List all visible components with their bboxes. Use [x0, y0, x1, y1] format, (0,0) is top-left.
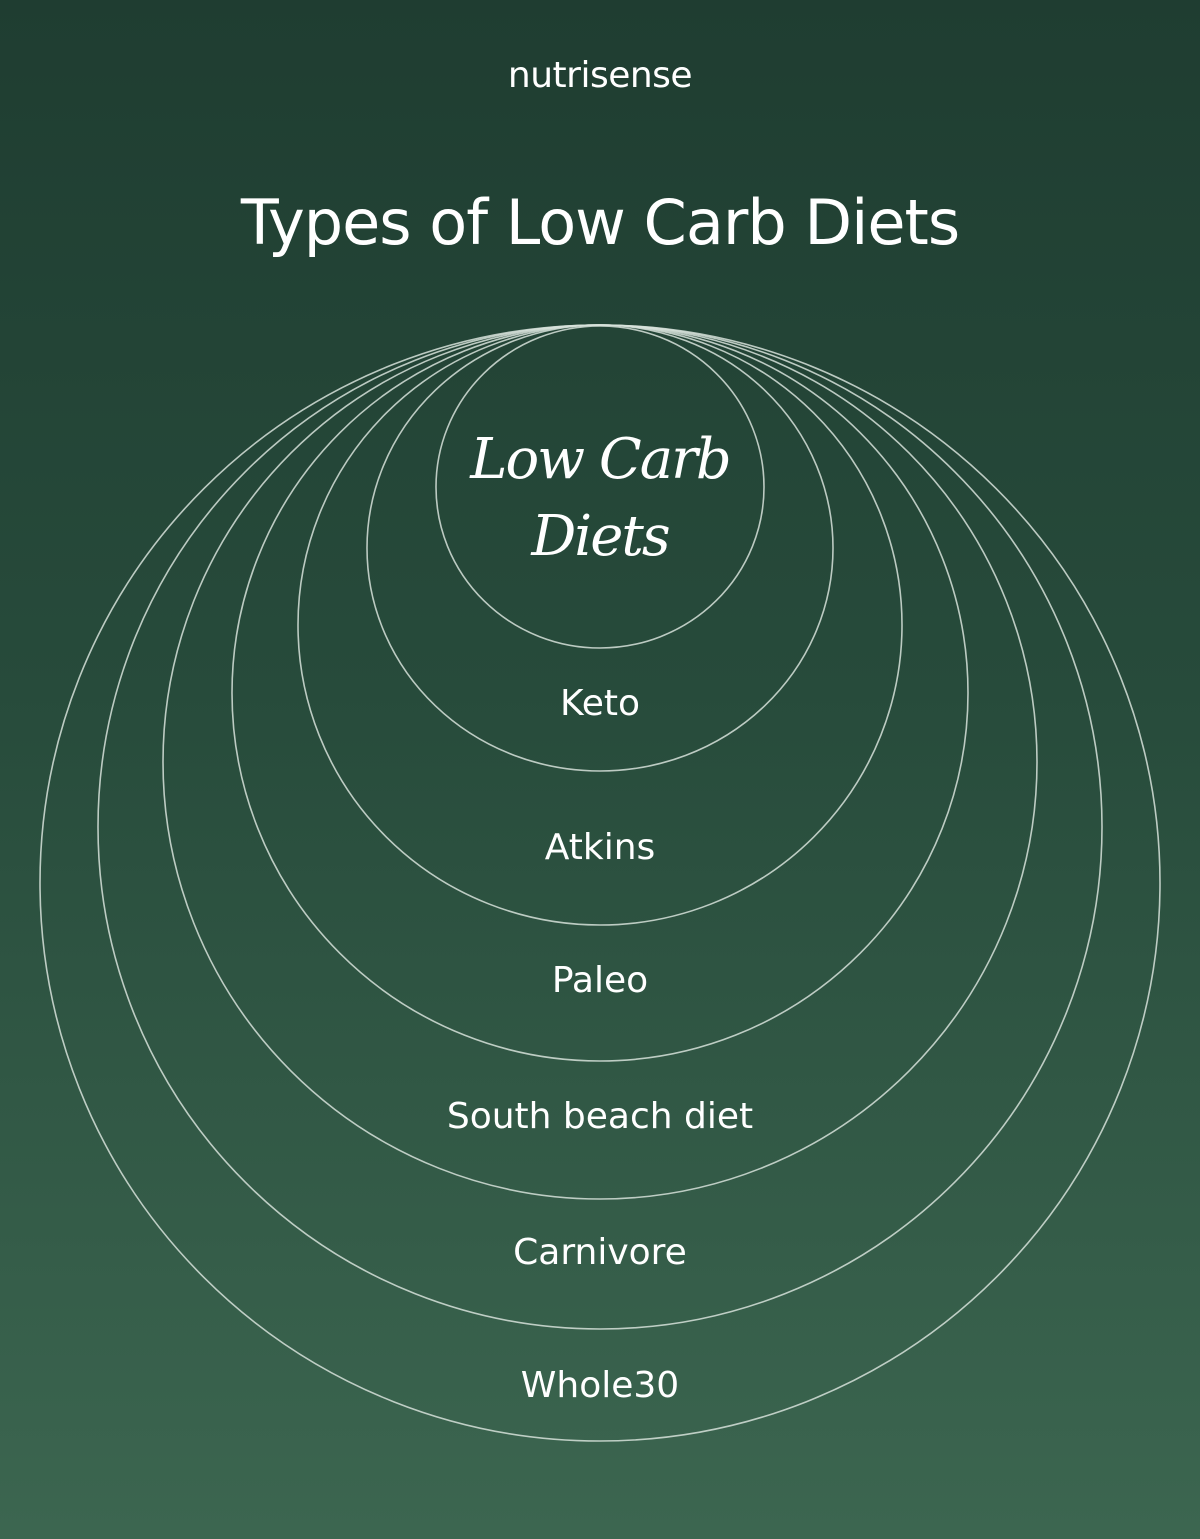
ring-label-whole30: Whole30	[520, 1365, 680, 1406]
ring-label-south-beach-diet: South beach diet	[446, 1096, 754, 1137]
ring-low-carb-core	[435, 325, 765, 649]
ring-keto	[366, 324, 834, 772]
ring-label-atkins: Atkins	[544, 827, 656, 868]
ring-label-carnivore: Carnivore	[513, 1232, 687, 1273]
brand-logo: nutrisense	[507, 55, 693, 96]
core-label-line1: Low Carb	[470, 427, 732, 492]
ring-label-paleo: Paleo	[551, 960, 649, 1001]
page-title: Types of Low Carb Diets	[240, 186, 960, 259]
core-label-line2: Diets	[531, 504, 670, 569]
ring-label-keto: Keto	[559, 683, 641, 724]
